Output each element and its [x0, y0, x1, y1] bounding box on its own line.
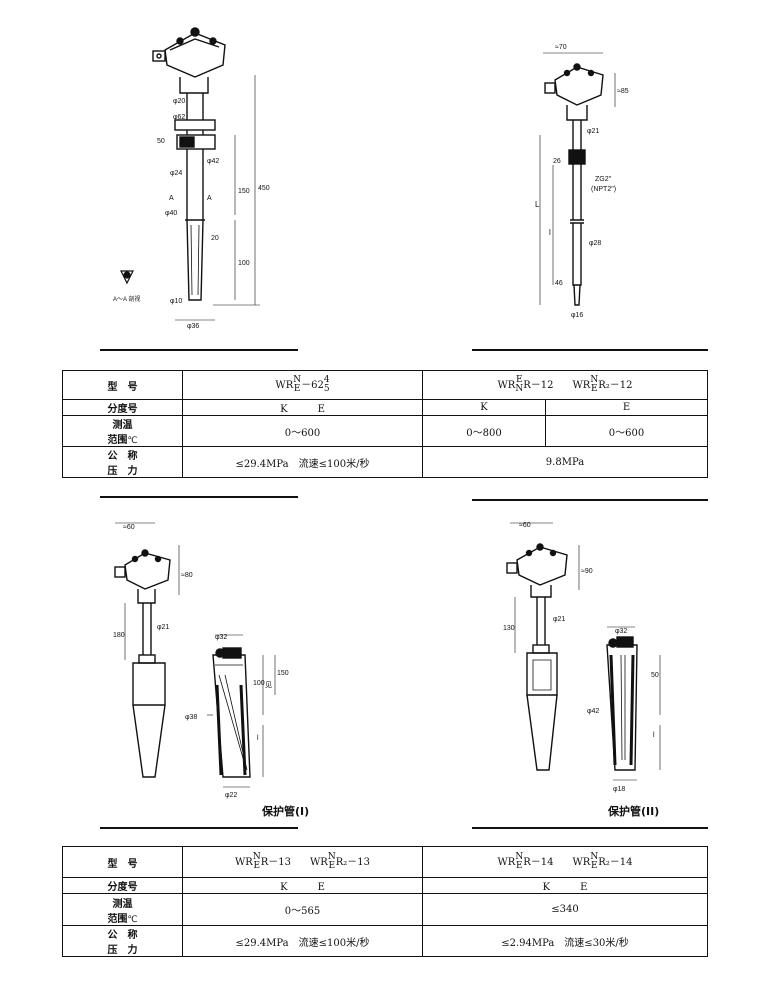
figure-1-drawing: φ20 φ62 50 φ42 φ24 A A 150 450 φ40 20 10…: [113, 27, 270, 330]
fig2-dim: φ21: [587, 128, 599, 135]
fig3-dim: 100: [253, 680, 265, 687]
fig1-dim: 150: [238, 188, 250, 195]
figure-4-drawing: ≈60 ≈90 130 φ21 φ32 50 φ42 l φ18: [503, 522, 661, 793]
fig3-dim: 见: [265, 681, 272, 689]
fig3-dim: φ22: [225, 792, 237, 799]
fig3-dim: 180: [113, 632, 125, 639]
fig3-dim: φ21: [157, 624, 169, 631]
fig4-dim: φ18: [613, 786, 625, 793]
fig4-dim: 130: [503, 625, 515, 632]
grade-cell: K E: [182, 877, 423, 894]
range-cell: 0～600: [545, 415, 708, 447]
fig1-dim: 50: [157, 138, 165, 145]
fig3-dim: 150: [277, 670, 289, 677]
fig1-dim: A: [207, 195, 212, 202]
fig3-dim: ≈60: [123, 524, 135, 531]
fig3-dim: l: [257, 735, 259, 742]
separator-rule: [100, 349, 298, 351]
fig1-dim: φ42: [207, 158, 219, 165]
fig2-dim: ≈85: [617, 88, 629, 95]
row-label-model: 型 号: [62, 370, 183, 400]
pressure-cell: ≤29.4MPa 流速≤100米/秒: [182, 925, 423, 957]
separator-rule: [472, 349, 708, 351]
fig3-dim: φ32: [215, 634, 227, 641]
fig3-dim: ≈80: [181, 572, 193, 579]
fig1-section-label: A～A 剖视: [113, 295, 140, 303]
fig2-dim: ZG2": [595, 176, 612, 183]
fig2-dim: ≈70: [555, 44, 567, 51]
row-label-grade: 分度号: [62, 877, 183, 894]
fig2-dim: 46: [555, 280, 563, 287]
grade-cell: E: [545, 399, 708, 416]
row-label-range: 测温范围℃: [62, 415, 183, 447]
fig2-dim: L: [535, 200, 540, 209]
fig4-dim: l: [653, 732, 655, 739]
figure-3-drawing: ≈60 ≈80 180 φ21 φ32 100 150 见 φ38 l φ22: [113, 522, 289, 799]
range-cell: ≤340: [422, 893, 708, 926]
grade-cell: K E: [182, 399, 423, 416]
grade-cell: K: [422, 399, 546, 416]
fig1-dim: 100: [238, 260, 250, 267]
row-label-range: 测温范围℃: [62, 893, 183, 926]
fig2-dim: φ28: [589, 240, 601, 247]
fig3-dim: φ38: [185, 714, 197, 721]
fig4-dim: φ21: [553, 616, 565, 623]
separator-rule: [472, 827, 708, 829]
fig1-dim: φ24: [170, 170, 182, 177]
fig1-dim: A: [169, 195, 174, 202]
pressure-cell: ≤29.4MPa 流速≤100米/秒: [182, 446, 423, 478]
row-label-pressure: 公 称压 力: [62, 446, 183, 478]
separator-rule: [472, 499, 708, 501]
row-label-grade: 分度号: [62, 399, 183, 416]
grade-cell: K E: [422, 877, 708, 894]
figure-2-drawing: ≈70 ≈85 φ21 26 ZG2" (NPT2") L l φ28 46 φ…: [535, 44, 629, 319]
fig4-dim: ≈60: [519, 522, 531, 529]
fig3-caption: 保护管(I): [262, 805, 310, 818]
pressure-cell: 9.8MPa: [422, 446, 708, 478]
pressure-cell: ≤2.94MPa 流速≤30米/秒: [422, 925, 708, 957]
range-cell: 0～565: [182, 893, 423, 926]
fig2-dim: 26: [553, 158, 561, 165]
fig2-dim: (NPT2"): [591, 186, 616, 193]
fig4-dim: 50: [651, 672, 659, 679]
separator-rule: [100, 827, 298, 829]
range-cell: 0～800: [422, 415, 546, 447]
fig2-dim: l: [549, 228, 551, 237]
fig1-dim: φ62: [173, 114, 185, 121]
fig1-dim: φ36: [187, 323, 199, 330]
row-label-model: 型 号: [62, 846, 183, 878]
fig1-dim: φ10: [170, 298, 182, 305]
fig1-dim: φ20: [173, 98, 185, 105]
fig1-dim: φ40: [165, 210, 177, 217]
separator-rule: [100, 496, 298, 498]
fig4-dim: φ42: [587, 708, 599, 715]
range-cell: 0～600: [182, 415, 423, 447]
fig4-caption: 保护管(II): [608, 805, 660, 818]
fig2-dim: φ16: [571, 312, 583, 319]
fig4-dim: ≈90: [581, 568, 593, 575]
fig1-dim: 450: [258, 185, 270, 192]
fig1-dim: 20: [211, 235, 219, 242]
row-label-pressure: 公 称压 力: [62, 925, 183, 957]
fig4-dim: φ32: [615, 628, 627, 635]
